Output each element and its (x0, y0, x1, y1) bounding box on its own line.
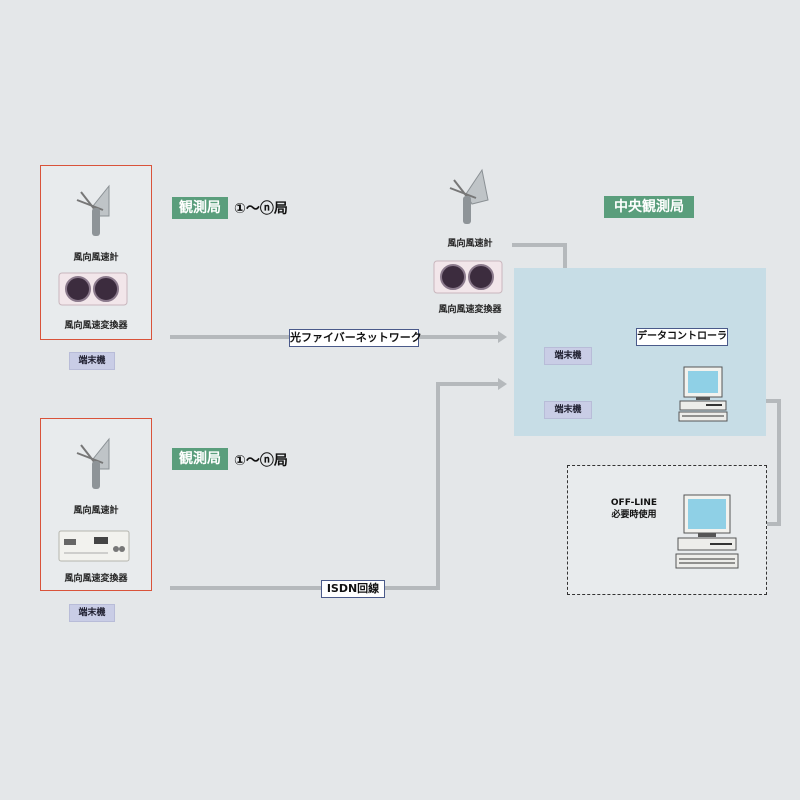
fiber-network-label: 光ファイバーネットワーク (289, 329, 422, 347)
station-range-1: ①〜ⓝ局 (234, 201, 288, 217)
station-range-2: ①〜ⓝ局 (234, 453, 288, 469)
offline-subtitle: 必要時使用 (611, 510, 657, 520)
station-a-terminal-tag: 端末機 (69, 352, 115, 370)
anemometer-icon (76, 184, 110, 236)
station-a-anemometer-label: 風向風速計 (73, 253, 119, 263)
isdn-arrow (498, 378, 507, 390)
converter-icon (433, 260, 503, 294)
anemometer-icon (76, 437, 110, 489)
data-controller-label: データコントローラ (636, 328, 728, 346)
fiber-arrow (498, 331, 507, 343)
offline-box: OFF-LINE 必要時使用 (567, 465, 767, 595)
center-anemometer-label: 風向風速計 (447, 239, 493, 249)
center-converter-label: 風向風速変換器 (438, 305, 502, 315)
offline-title: OFF-LINE (610, 498, 658, 508)
computer-icon (675, 494, 739, 569)
central-station-badge: 中央観測局 (604, 196, 694, 218)
converter-unit-icon (58, 530, 130, 562)
anemometer-icon (449, 168, 489, 224)
isdn-line (170, 382, 498, 590)
station-b-box: 風向風速計 風向風速変換器 (40, 418, 152, 591)
station-b-converter-label: 風向風速変換器 (64, 574, 128, 584)
station-b-anemometer-label: 風向風速計 (73, 506, 119, 516)
station-badge-1: 観測局 (172, 197, 228, 219)
station-b-terminal-tag: 端末機 (69, 604, 115, 622)
computer-icon (678, 366, 728, 422)
center-terminal-tag-2: 端末機 (544, 401, 592, 419)
converter-icon (58, 272, 128, 306)
isdn-line-label: ISDN回線 (321, 580, 385, 598)
station-a-converter-label: 風向風速変換器 (64, 321, 128, 331)
center-terminal-tag-1: 端末機 (544, 347, 592, 365)
station-a-box: 風向風速計 風向風速変換器 (40, 165, 152, 340)
station-badge-2: 観測局 (172, 448, 228, 470)
